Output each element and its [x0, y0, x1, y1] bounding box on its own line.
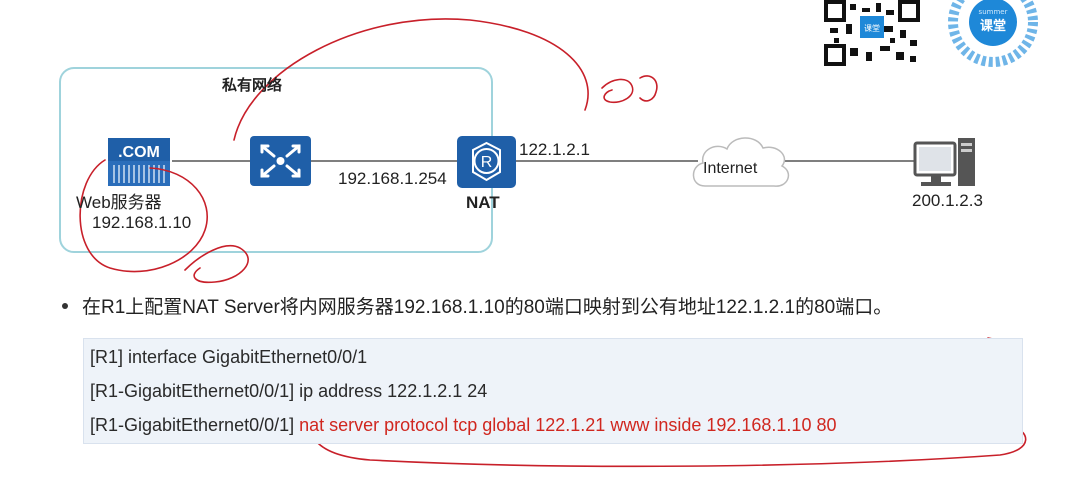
qr-right-badge-text: 课堂 [980, 18, 1006, 34]
bullet-dot-icon [62, 302, 68, 309]
annotation-80-left [184, 245, 249, 284]
description-bullet: 在R1上配置NAT Server将内网服务器192.168.1.10的80端口映… [62, 292, 892, 319]
pc-icon [913, 138, 975, 186]
qr-left-badge-text: 课堂 [864, 23, 880, 33]
internet-cloud-icon [692, 137, 790, 187]
annotation-underline-command [309, 399, 1027, 468]
router-public-ip: 122.1.2.1 [519, 140, 590, 159]
internet-label: Internet [703, 160, 758, 177]
nat-server-command: nat server protocol tcp global 122.1.21 … [299, 415, 837, 435]
router-icon: R [457, 136, 516, 188]
web-server-icon: .COM [108, 138, 170, 186]
web-server-label: Web服务器 [76, 193, 162, 212]
code-line-2: [R1-GigabitEthernet0/0/1] ip address 122… [90, 381, 488, 401]
web-server-ip: 192.168.1.10 [92, 213, 192, 232]
code-line-3-prefix: [R1-GigabitEthernet0/0/1] [90, 415, 300, 435]
switch-ip-label: 192.168.1.254 [338, 169, 447, 188]
description-text: 在R1上配置NAT Server将内网服务器192.168.1.10的80端口映… [82, 297, 893, 318]
switch-icon [250, 136, 311, 186]
svg-text:R: R [481, 154, 493, 171]
annotation-circle-server [79, 159, 208, 273]
annotation-80-right-0 [639, 75, 658, 102]
qr-code-right: summer 课堂 [947, 0, 1039, 67]
code-block: [R1] interface GigabitEthernet0/0/1 [R1-… [83, 338, 1023, 444]
code-line-3: [R1-GigabitEthernet0/0/1] nat server pro… [90, 415, 836, 436]
annotation-arrow-curve [233, 18, 589, 141]
qr-code-left: 课堂 [824, 0, 920, 66]
web-server-icon-text: .COM [118, 144, 160, 161]
router-label: NAT [466, 193, 500, 212]
private-network-label: 私有网络 [222, 77, 283, 94]
annotation-80-right-8 [601, 78, 634, 104]
code-line-1: [R1] interface GigabitEthernet0/0/1 [90, 347, 368, 367]
pc-ip-label: 200.1.2.3 [912, 191, 983, 210]
qr-right-badge-sub: summer [979, 8, 1008, 16]
